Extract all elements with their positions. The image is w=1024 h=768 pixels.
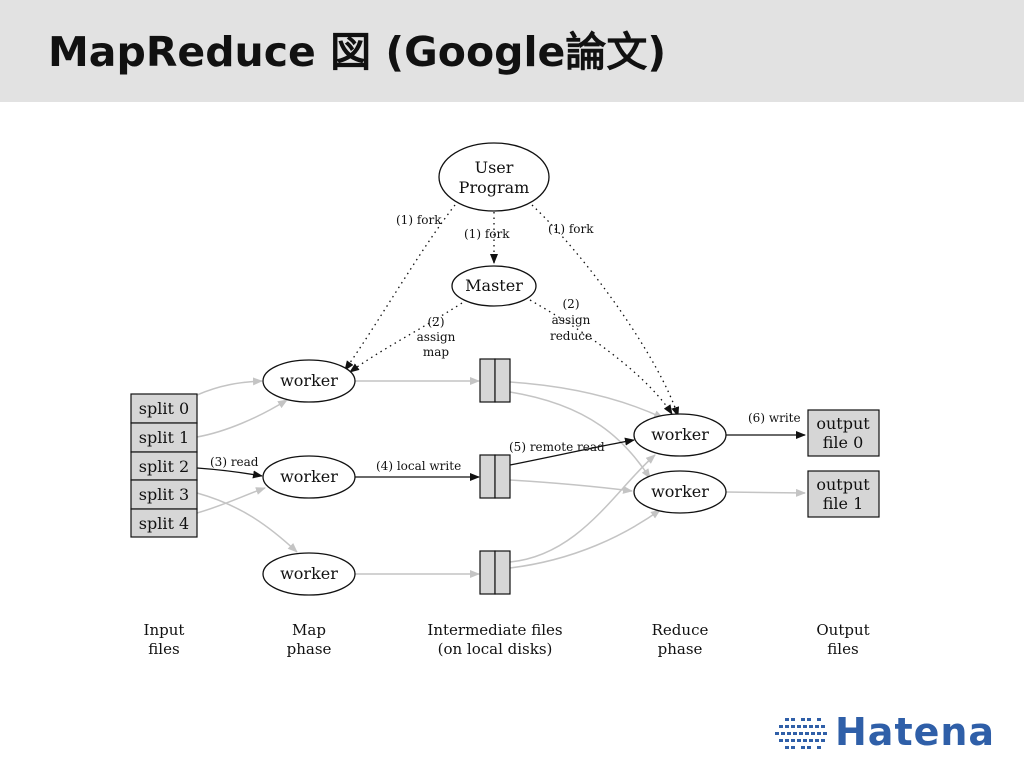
intermediate-file-2: [479, 454, 511, 499]
label-fork-left: (1) fork: [396, 213, 442, 227]
master-node: Master: [451, 265, 537, 307]
phase-map-line2: phase: [287, 640, 332, 658]
arrow-split3-worker2: [196, 487, 266, 514]
label-assign-map-line2: assign: [417, 330, 456, 344]
map-worker-2-label: worker: [280, 467, 338, 486]
arrow-split1-worker1: [196, 399, 288, 438]
label-fork-right: (1) fork: [548, 222, 594, 236]
split-2-label: split 2: [139, 457, 189, 476]
arrow-file1-reduce2: [509, 391, 651, 479]
user-program-label-line2: Program: [459, 178, 530, 197]
reduce-worker-1-label: worker: [651, 425, 709, 444]
phase-input-line1: Input: [144, 621, 185, 639]
title-bar: MapReduce 図 (Google論文): [0, 0, 1024, 102]
output-file-1-line2: file 1: [823, 494, 864, 513]
arrow-remote-read: [509, 437, 635, 466]
arrow-file3-reduce2: [509, 509, 661, 569]
arrow-fork-reduce1: [531, 204, 680, 417]
map-worker-2: worker: [262, 455, 356, 499]
phase-map-line1: Map: [292, 621, 326, 639]
arrow-assign-reduce: [529, 299, 673, 415]
label-assign-reduce-line3: reduce: [550, 329, 592, 343]
arrow-file2-reduce2: [509, 479, 633, 494]
output-file-0-line1: output: [816, 414, 870, 433]
phase-intermediate-line2: (on local disks): [438, 640, 553, 658]
label-assign-map-line1: (2): [428, 315, 445, 329]
slide-title: MapReduce 図 (Google論文): [48, 28, 667, 76]
output-file-0: output file 0: [807, 409, 880, 457]
map-worker-1: worker: [262, 359, 356, 403]
arrow-reduce2-output1: [725, 488, 806, 497]
data-arrows: [196, 431, 806, 481]
output-file-1-line1: output: [816, 475, 870, 494]
hatena-logo-text: Hatena: [835, 710, 996, 754]
phase-output-line1: Output: [816, 621, 869, 639]
output-file-0-line2: file 0: [823, 433, 864, 452]
label-write: (6) write: [748, 411, 801, 425]
split-1-label: split 1: [139, 428, 189, 447]
phase-intermediate-line1: Intermediate files: [427, 621, 562, 639]
hatena-logo: Hatena: [775, 710, 1000, 758]
hatena-logo-icon: [775, 718, 827, 749]
output-file-1: output file 1: [807, 470, 880, 518]
control-arrows: [344, 204, 680, 417]
intermediate-file-1: [479, 358, 511, 403]
user-program-label-line1: User: [475, 158, 514, 177]
label-read: (3) read: [210, 455, 259, 469]
split-4-label: split 4: [139, 514, 189, 533]
label-fork-mid: (1) fork: [464, 227, 510, 241]
phase-output-line2: files: [827, 640, 858, 658]
arrow-split3-worker3: [196, 492, 298, 553]
input-splits: [130, 393, 198, 538]
reduce-worker-2: worker: [633, 470, 727, 514]
arrow-file3-reduce1: [509, 454, 656, 563]
phase-reduce-line2: phase: [658, 640, 703, 658]
label-remote-read: (5) remote read: [509, 440, 605, 454]
reduce-worker-1: worker: [633, 413, 727, 457]
user-program-node: User Program: [438, 142, 550, 212]
label-assign-reduce-line1: (2): [563, 297, 580, 311]
label-local-write: (4) local write: [376, 459, 461, 473]
grey-flow-arrows: [196, 377, 806, 578]
map-worker-3-label: worker: [280, 564, 338, 583]
split-3-label: split 3: [139, 485, 189, 504]
map-worker-3: worker: [262, 552, 356, 596]
master-label: Master: [465, 276, 523, 295]
split-0-label: split 0: [139, 399, 189, 418]
arrow-split0-worker1: [196, 377, 263, 396]
intermediate-file-3: [479, 550, 511, 595]
label-assign-map-line3: map: [423, 345, 450, 359]
reduce-worker-2-label: worker: [651, 482, 709, 501]
map-worker-1-label: worker: [280, 371, 338, 390]
phase-input-line2: files: [148, 640, 179, 658]
arrow-read: [196, 467, 263, 479]
phase-reduce-line1: Reduce: [652, 621, 709, 639]
label-assign-reduce-line2: assign: [552, 313, 591, 327]
arrow-file1-reduce1: [509, 381, 664, 419]
